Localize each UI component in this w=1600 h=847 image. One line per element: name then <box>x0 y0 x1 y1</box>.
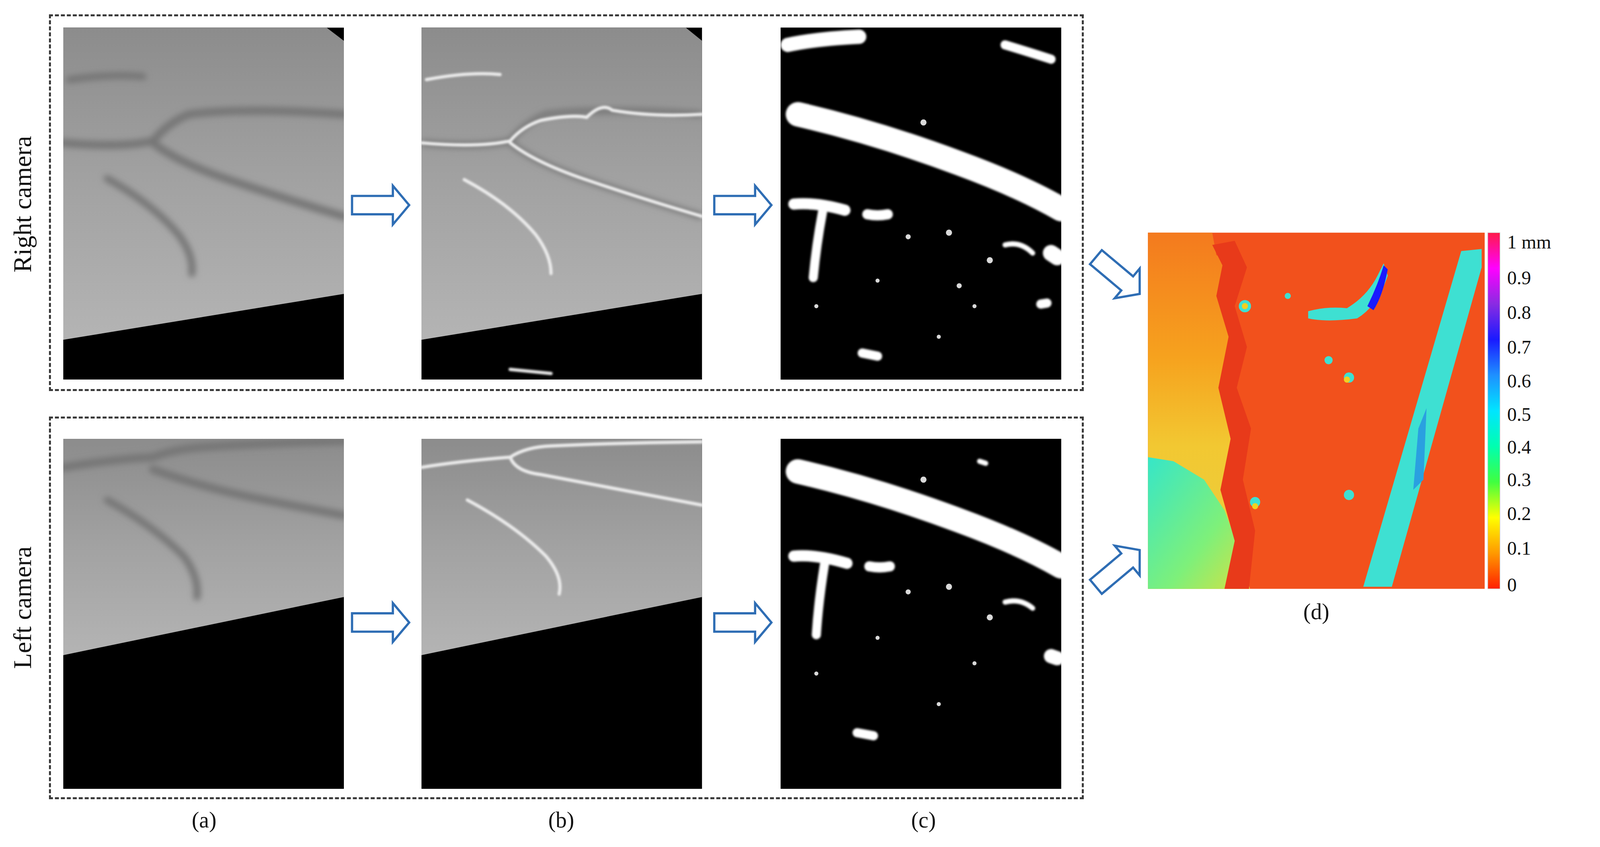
colorbar-tick: 0.2 <box>1507 502 1532 525</box>
colorbar-tick: 1 mm <box>1507 230 1552 253</box>
colorbar-tick: 0.1 <box>1507 536 1532 559</box>
colorbar-tick: 0.8 <box>1507 301 1532 324</box>
colorbar-tick: 0.7 <box>1507 335 1532 358</box>
panel-label: (a) <box>191 806 217 833</box>
panel-label: (b) <box>548 806 574 833</box>
camera-label: Left camera <box>7 546 38 669</box>
panel-label: (c) <box>911 806 936 833</box>
camera-label: Right camera <box>7 135 38 273</box>
panel-label: (d) <box>1303 598 1330 625</box>
colorbar-tick: 0.9 <box>1507 266 1532 289</box>
camera-group-box: Right camera <box>48 14 1084 391</box>
colorbar-tick: 0.5 <box>1507 403 1532 426</box>
camera-group-box: Left camera <box>48 416 1084 799</box>
colorbar-tick: 0.3 <box>1507 468 1532 491</box>
colorbar-tick: 0 <box>1507 573 1517 596</box>
colorbar-tick: 0.6 <box>1507 369 1532 392</box>
colorbar-tick: 0.4 <box>1507 435 1532 458</box>
